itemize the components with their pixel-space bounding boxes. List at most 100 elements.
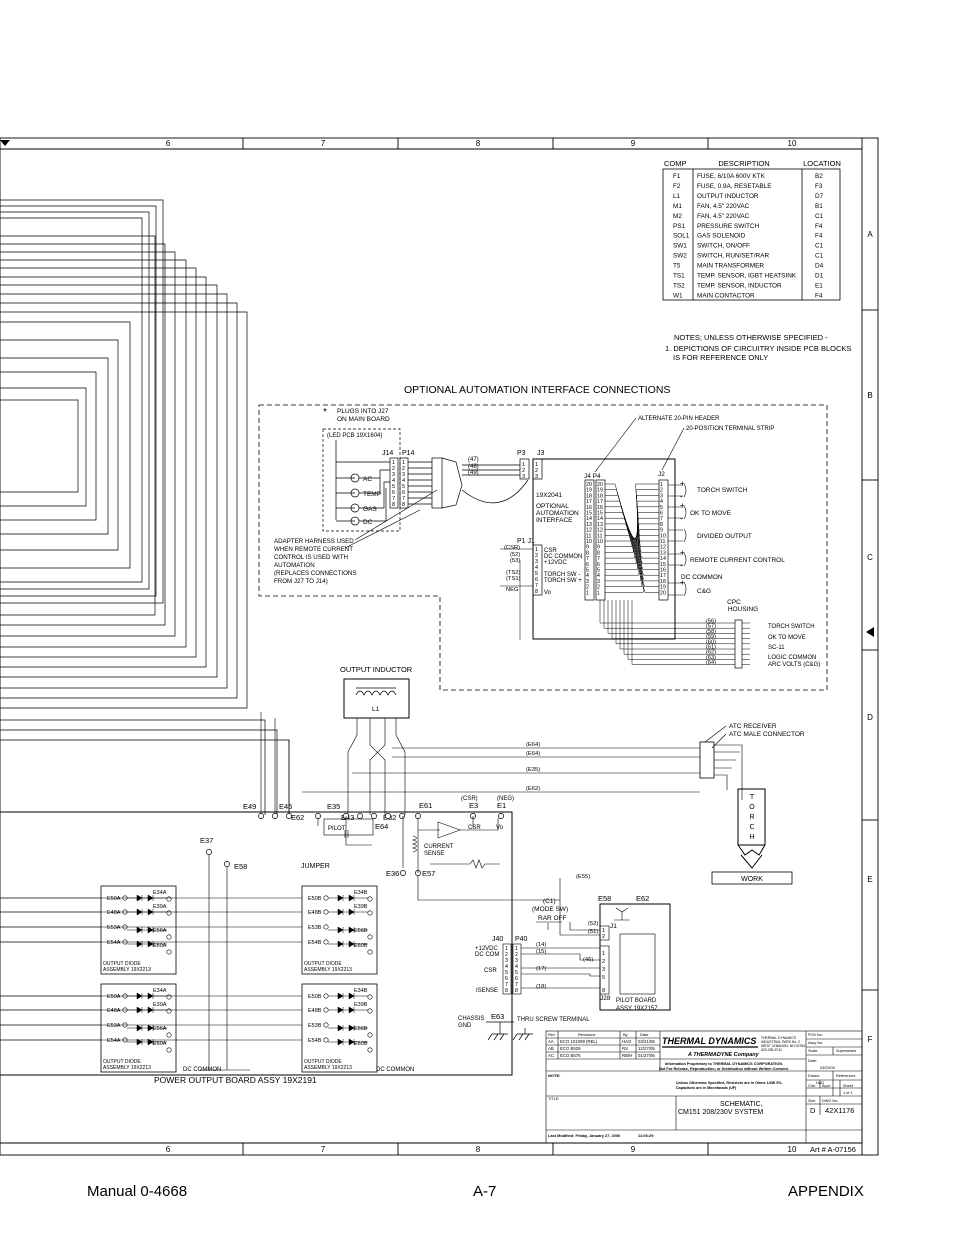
cpc-wire-label: (57) [706, 624, 716, 630]
svg-text:2: 2 [522, 468, 525, 474]
comp-description: SWITCH, RUN/SET/RAR [697, 253, 769, 260]
svg-text:3: 3 [535, 559, 538, 565]
j4p4-label: J4 P4 [584, 473, 601, 480]
svg-text:Sheet: Sheet [843, 1084, 854, 1088]
plugs-note: ON MAIN BOARD [337, 416, 390, 423]
j28-label: J28 [600, 995, 611, 1002]
jumper-label: JUMPER [301, 863, 330, 870]
svg-text:4: 4 [505, 964, 508, 970]
svg-text:2: 2 [392, 466, 395, 472]
zone-row: A [867, 230, 873, 239]
adapter-note: ADAPTER HARNESS USED WHEN REMOTE CURRENT… [274, 538, 357, 585]
svg-text:E37: E37 [200, 836, 213, 845]
diode-terminal-label: E50A [107, 994, 121, 1000]
drawing-number: 42X1176 [825, 1106, 854, 1115]
svg-text:6: 6 [535, 577, 538, 583]
pin-number: 5 [660, 505, 663, 511]
dc-common-label: DC COMMON [183, 1067, 221, 1073]
rev-description: ECO 101089 (REL) [560, 1039, 598, 1044]
svg-text:CSR: CSR [484, 968, 497, 974]
diode-terminal-label: E39B [354, 1002, 368, 1008]
rev-description: ECO B529 [560, 1046, 581, 1051]
rev-by: HAG [622, 1039, 632, 1044]
rev-letter: AB [548, 1046, 554, 1051]
comp-description: FUSE, 0.9A, RESETABLE [697, 183, 771, 190]
diode-terminal-label: E56B [354, 928, 368, 934]
pin-number: 18 [597, 493, 603, 499]
wire-bundle-left [0, 199, 290, 815]
pin-number: 16 [586, 505, 592, 511]
svg-text:2: 2 [535, 553, 538, 559]
pin-number: 20 [597, 482, 603, 488]
cpc-wire-label: (64) [706, 660, 716, 666]
mode-sw-wiring [536, 878, 600, 936]
p1j1-label: P1 J1 [517, 538, 535, 545]
rev-date: 12/27/05 [638, 1046, 655, 1051]
svg-text:TEMP: TEMP [363, 491, 381, 498]
notes-block: NOTES; UNLESS OTHERWISE SPECIFIED - 1. D… [665, 333, 851, 362]
terminal-circle [367, 934, 373, 940]
svg-text:E62: E62 [291, 813, 304, 822]
title-block [545, 1030, 863, 1144]
plugs-note: PLUGS INTO J27 [337, 408, 389, 415]
wire-label: (47) [468, 457, 479, 463]
torch-letters: T O R C H [749, 794, 755, 841]
terminal-circle [367, 910, 373, 916]
note-line: IS FOR REFERENCE ONLY [673, 353, 768, 362]
revision-table: Rev Revisions By Date [548, 1032, 649, 1037]
comp-description: TEMP. SENSOR, IGBT HEATSINK [697, 273, 797, 280]
svg-text:Chk:: Chk: [808, 1084, 816, 1088]
drawing-border [0, 137, 879, 1156]
pin-number: 16 [660, 568, 666, 574]
led-indicators [335, 440, 390, 526]
zone-col: 8 [476, 139, 481, 148]
atc-connector [699, 741, 715, 779]
rev-letter: AC [548, 1053, 554, 1058]
svg-text:5: 5 [602, 975, 605, 981]
wire-label: (46) [583, 957, 593, 963]
cpc-wire [631, 600, 735, 665]
svg-text:E45: E45 [279, 802, 292, 811]
pin-number: 4 [660, 499, 663, 505]
svg-text:3: 3 [602, 967, 605, 973]
svg-text:OPTIONAL: OPTIONAL [536, 503, 569, 510]
comp-description: OUTPUT INDUCTOR [697, 193, 759, 200]
diode-assembly-label: OUTPUT DIODE [103, 1059, 141, 1065]
comp-description: FUSE, 6/10A 600V KTK [697, 173, 766, 180]
pin-number: 11 [597, 533, 603, 539]
pin-number: 9 [597, 545, 600, 551]
zone-col: 7 [321, 139, 326, 148]
svg-text:E64: E64 [375, 822, 388, 831]
svg-text:E36: E36 [386, 869, 399, 878]
note-line: NOTES; UNLESS OTHERWISE SPECIFIED - [674, 333, 828, 342]
drawing-title: CM151 208/230V SYSTEM [678, 1109, 763, 1116]
svg-text:4: 4 [535, 565, 538, 571]
cpc-wire [627, 600, 735, 660]
cpc-wire-labels: (56)(57)(58)(59)(60)(61)(62)(63)(64) [706, 619, 716, 667]
terminal-circle [323, 1022, 329, 1028]
last-modified-time: 11:06:29 [638, 1133, 654, 1138]
pilot-board-title: PILOT BOARD [616, 998, 657, 1004]
pin-number: 13 [597, 522, 603, 528]
csr-wire-label: (CSR) [461, 796, 478, 802]
diode-assembly-label: ASSEMBLY 19X2213 [103, 967, 151, 973]
svg-text:(TS1): (TS1) [506, 576, 521, 582]
strip-wire [605, 535, 659, 542]
svg-text:8: 8 [505, 988, 508, 994]
wire-label: (18) [536, 984, 546, 990]
pin-number: 14 [597, 516, 603, 522]
diode-terminal-label: E50A [107, 896, 121, 902]
pin-number: 14 [586, 516, 592, 522]
zone-col: 9 [631, 1145, 636, 1154]
svg-text:7: 7 [402, 496, 405, 502]
comp-location: C1 [815, 253, 824, 260]
svg-text:DC COMMON: DC COMMON [681, 574, 723, 581]
svg-text:(TS2): (TS2) [506, 570, 521, 576]
diode-assembly-label: ASSEMBLY 19X2213 [304, 967, 352, 973]
torch-tip-icon [737, 844, 766, 869]
terminal-circle [367, 1008, 373, 1014]
